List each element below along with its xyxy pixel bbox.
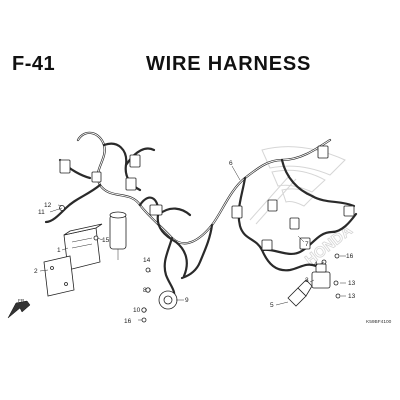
fasteners: [59, 205, 341, 323]
connector-center: [125, 177, 137, 191]
bolt-16b: [334, 253, 340, 259]
page-title: WIRE HARNESS: [146, 53, 312, 75]
front-direction-arrow: FR: [7, 298, 31, 319]
front-indicator-label: FR: [18, 298, 25, 304]
callout-10: 10: [133, 307, 141, 314]
callout-14: 14: [143, 257, 151, 264]
callout-7: 7: [305, 241, 309, 248]
callout-5: 5: [270, 302, 274, 309]
main-wire-harness: [44, 131, 358, 302]
part-ignition-coil: [109, 211, 127, 260]
callout-13b: 13: [348, 293, 356, 300]
callout-2: 2: [34, 268, 38, 275]
connector-right-low: [261, 239, 273, 251]
connector-mid-right: [231, 205, 243, 219]
callout-15: 15: [102, 237, 110, 244]
callout-4: 4: [314, 261, 318, 268]
front-arrow-icon: [7, 300, 31, 319]
bolt-13a: [333, 280, 339, 286]
page-code: F-41: [12, 53, 56, 75]
callout-11: 11: [38, 209, 45, 216]
bolt-15: [93, 235, 99, 241]
bolt-14: [145, 267, 151, 273]
part-spark-plug-cap: [287, 279, 313, 307]
harness-connectors: [59, 145, 355, 251]
bolt-13b: [335, 293, 341, 299]
connector-right-1: [267, 199, 278, 212]
connector-center-low: [149, 204, 163, 216]
connector-left-upper: [59, 159, 71, 174]
callout-12: 12: [44, 202, 52, 209]
callout-13a: 13: [348, 280, 356, 287]
connector-top-center: [129, 154, 141, 168]
connector-top-right: [317, 145, 329, 159]
callout-3: 3: [305, 277, 309, 284]
callout-16b: 16: [346, 253, 354, 260]
part-control-module: [63, 223, 103, 271]
diagram-code: K59BF4100: [366, 319, 392, 325]
callout-8: 8: [143, 287, 147, 294]
part-relay-right: [311, 263, 331, 289]
callout-16a: 16: [124, 318, 132, 325]
part-bracket: [43, 255, 75, 297]
callout-6: 6: [229, 160, 233, 167]
bolt-16a: [141, 317, 147, 323]
connector-right-2: [289, 217, 300, 230]
leader-lines: [39, 165, 346, 321]
connector-far-right: [343, 205, 355, 217]
connector-left-mid: [91, 171, 102, 183]
callout-numbers: 1 2 3 4 5 6 7 8 9 10 11 12 13 13 14 15 1…: [34, 160, 356, 325]
callout-9: 9: [185, 297, 189, 304]
part-horn: [158, 290, 178, 310]
callout-1: 1: [57, 247, 61, 254]
